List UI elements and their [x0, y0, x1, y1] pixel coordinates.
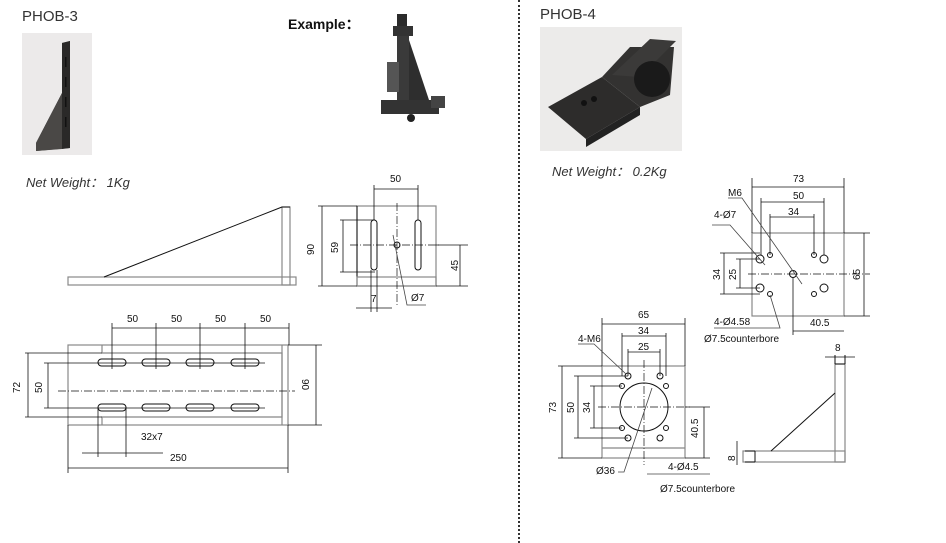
dim-face-width: 65: [638, 310, 650, 321]
model-title-phob-3: PHOB-3: [22, 8, 78, 25]
label-face-threads: 4-M6: [578, 334, 601, 345]
phob-4-net-weight: Net Weight： 0.2Kg: [552, 164, 667, 179]
dim-side-top: 8: [835, 343, 841, 354]
dim-end-height: 90: [306, 243, 317, 255]
slot-row-bottom: [97, 403, 260, 412]
label-face-bore: Ø36: [596, 466, 615, 477]
phob-4-base-view: 73 50 34 M6 4-Ø7 34 25 65 4-Ø4.58 Ø7.5co…: [704, 174, 870, 345]
model-title-phob-4: PHOB-4: [540, 6, 596, 23]
dim-slot-size: 32x7: [141, 432, 163, 443]
dim-face-height: 73: [548, 401, 559, 413]
dim-base-height: 65: [852, 268, 863, 280]
slot-row-top: [97, 358, 260, 367]
phob-4-side-view: 8 8: [727, 343, 855, 465]
phob-4-face-view: 65 34 25 4-M6 73 50 34 40.5 Ø36 4-Ø4.5 Ø…: [548, 310, 735, 495]
dim-end-hole-height: 45: [450, 259, 461, 271]
dim-end-slot-span: 59: [330, 241, 341, 253]
phob-3-net-weight: Net Weight： 1Kg: [26, 175, 130, 190]
label-face-holes: 4-Ø4.5: [668, 462, 699, 473]
vertical-plate: [281, 206, 291, 286]
dim-end-slot-width: 7: [371, 294, 377, 305]
phob-3-top-view: 50 50 50 50 72 50 90 32x7 250: [12, 314, 322, 473]
dim-length: 250: [170, 453, 187, 464]
dim-pitch-1: 50: [127, 314, 139, 325]
dim-face-span-34: 34: [638, 326, 650, 337]
label-base-thread: M6: [728, 188, 742, 199]
base-plate: [67, 276, 297, 286]
example-photo: [375, 12, 455, 124]
dim-face-offset: 40.5: [690, 418, 701, 438]
phob-3-side-view: [67, 206, 297, 286]
dim-pitch-4: 50: [260, 314, 272, 325]
panel-divider: [518, 0, 520, 543]
example-label: Example：: [288, 16, 360, 32]
angle-bracket-icon: [36, 41, 70, 151]
phob-4-photo: [540, 27, 682, 151]
dim-face-span-25: 25: [638, 342, 650, 353]
phob-3-photo: [22, 33, 92, 155]
dim-end-top: 50: [390, 174, 402, 185]
xyz-stage-icon: [381, 14, 445, 122]
gusset-line: [103, 206, 283, 278]
label-base-holes2: 4-Ø4.58: [714, 317, 751, 328]
label-face-counterbore: Ø7.5counterbore: [660, 484, 735, 495]
dim-base-offset: 40.5: [810, 318, 830, 329]
dim-base-span-34: 34: [788, 207, 800, 218]
dim-end-hole-dia: Ø7: [411, 293, 425, 304]
dim-base-span-50: 50: [793, 191, 805, 202]
dim-base-v25: 25: [728, 268, 739, 280]
dim-pitch-3: 50: [215, 314, 227, 325]
dim-base-v34: 34: [712, 268, 723, 280]
dim-face-v50: 50: [566, 401, 577, 413]
dim-base-overall: 73: [793, 174, 805, 185]
label-base-holes: 4-Ø7: [714, 210, 737, 221]
dim-top-inner: 50: [34, 381, 45, 393]
phob-3-end-view: 50 90 59 45 7 Ø7: [306, 174, 468, 312]
dim-top-width: 90: [299, 379, 310, 391]
dim-side-bottom: 8: [727, 455, 738, 461]
dim-face-v34: 34: [582, 401, 593, 413]
right-angle-plate-icon: [548, 39, 676, 147]
dim-top-outer: 72: [12, 381, 23, 393]
label-base-counterbore: Ø7.5counterbore: [704, 334, 779, 345]
dim-pitch-2: 50: [171, 314, 183, 325]
